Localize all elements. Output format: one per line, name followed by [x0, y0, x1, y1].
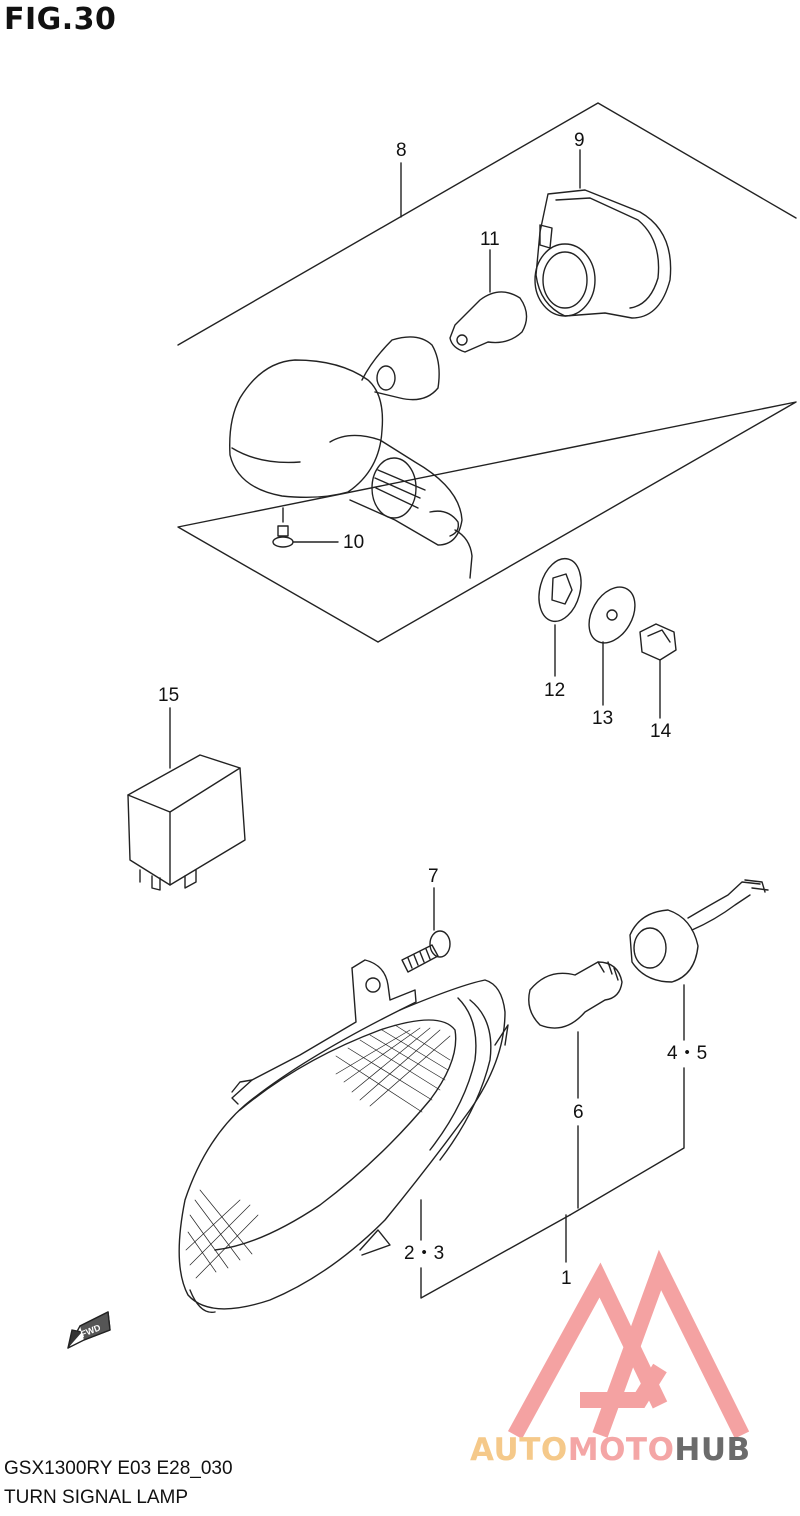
- watermark-text: AUTOMOTOHUB: [470, 1432, 751, 1468]
- callout-12: 12: [544, 680, 565, 701]
- callout-13: 13: [592, 708, 613, 729]
- part-14-nut: [639, 623, 677, 719]
- part-8-turn-signal: [229, 336, 473, 579]
- callout-6: 6: [573, 1102, 584, 1123]
- part-2-3-front-lamp: [178, 959, 571, 1314]
- part-6-bulb: [528, 961, 623, 1209]
- callout-7: 7: [428, 866, 439, 887]
- part-10-screw: [272, 507, 339, 548]
- part-15-relay: [127, 707, 246, 891]
- callout-11: 11: [480, 229, 500, 250]
- part-13-washer: [588, 586, 636, 706]
- fwd-arrow-icon: [67, 1311, 111, 1349]
- model-code: GSX1300RY E03 E28_030: [4, 1458, 233, 1479]
- callout-10: 10: [343, 532, 364, 553]
- part-7-screw: [401, 887, 451, 973]
- diagram-description: TURN SIGNAL LAMP: [4, 1487, 189, 1508]
- callout-15: 15: [158, 685, 179, 706]
- watermark-moto: MOTO: [567, 1432, 675, 1468]
- watermark-logo-icon: [507, 1249, 750, 1439]
- part-4-5-socket: [569, 879, 769, 1216]
- watermark-auto: AUTO: [470, 1432, 568, 1468]
- part-9-lens-housing: [534, 149, 672, 319]
- lens-crosshatch: [185, 1024, 451, 1279]
- callout-9: 9: [574, 130, 585, 151]
- callout-2-3: 2・3: [404, 1243, 444, 1264]
- assembly-frame-8: [177, 102, 797, 643]
- part-11-bulb: [449, 249, 528, 353]
- part-12-plate: [538, 557, 582, 677]
- callout-8: 8: [396, 140, 407, 161]
- figure-title: FIG.30: [4, 2, 117, 37]
- callout-1: 1: [561, 1268, 572, 1289]
- callout-14: 14: [650, 721, 672, 742]
- callout-4-5: 4・5: [667, 1043, 707, 1064]
- watermark-hub: HUB: [674, 1432, 751, 1468]
